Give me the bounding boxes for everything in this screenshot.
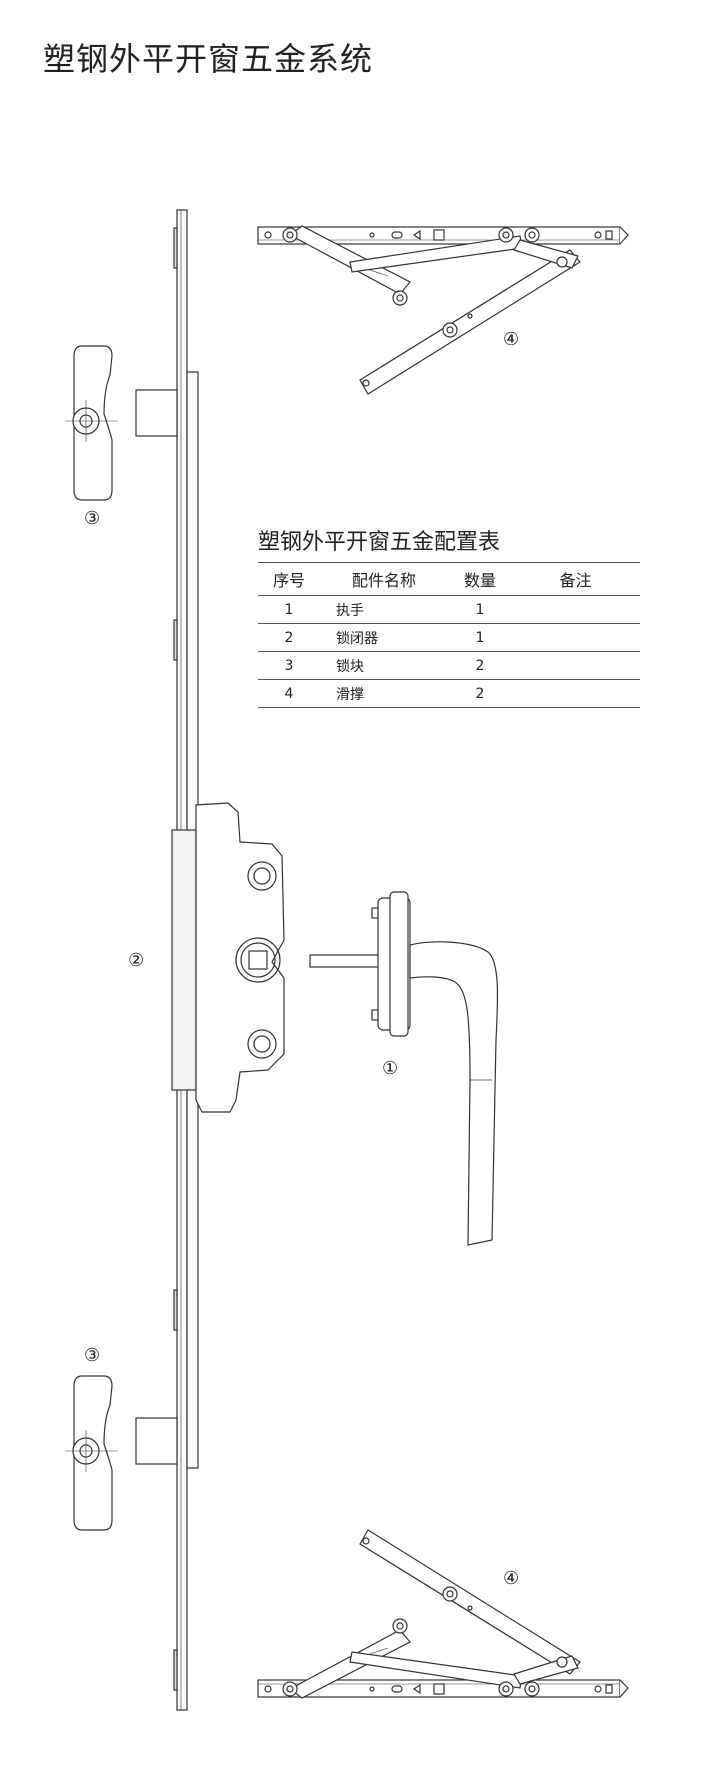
callout-lock-body: ②	[128, 950, 145, 971]
cell-name: 锁块	[320, 651, 449, 680]
cell-qty: 1	[449, 595, 511, 624]
cell-no: 2	[258, 623, 320, 652]
column-header-qty: 数量	[449, 562, 511, 596]
table-row: 3 锁块 2	[258, 651, 640, 680]
cell-note	[511, 679, 640, 708]
column-header-no: 序号	[258, 562, 320, 596]
cell-name: 执手	[320, 595, 449, 624]
keeper-top	[65, 345, 178, 501]
friction-stay-bottom	[257, 1529, 629, 1699]
callout-keeper-top: ③	[84, 508, 101, 529]
cell-qty: 1	[449, 623, 511, 652]
callout-stay-top: ④	[503, 329, 520, 350]
callout-stay-bottom: ④	[503, 1568, 520, 1589]
callout-handle: ①	[382, 1058, 399, 1079]
table-row: 2 锁闭器 1	[258, 623, 640, 652]
column-header-note: 备注	[511, 562, 640, 596]
cell-no: 3	[258, 651, 320, 680]
config-table-title: 塑钢外平开窗五金配置表	[258, 530, 501, 555]
cell-note	[511, 623, 640, 652]
callout-keeper-bottom: ③	[84, 1345, 101, 1366]
lock-gearbox	[171, 802, 285, 1113]
table-row: 1 执手 1	[258, 595, 640, 624]
cell-no: 1	[258, 595, 320, 624]
cell-no: 4	[258, 679, 320, 708]
config-table: 序号 配件名称 数量 备注 1 执手 1 2 锁闭器 1 3 锁块 2 4 滑撑…	[258, 562, 640, 708]
page-title: 塑钢外平开窗五金系统	[43, 40, 374, 78]
cell-name: 滑撑	[320, 679, 449, 708]
cell-qty: 2	[449, 679, 511, 708]
cell-name: 锁闭器	[320, 623, 449, 652]
cell-note	[511, 595, 640, 624]
keeper-bottom	[65, 1375, 178, 1531]
window-handle	[309, 891, 499, 1246]
table-row: 4 滑撑 2	[258, 679, 640, 708]
cell-qty: 2	[449, 651, 511, 680]
table-header-row: 序号 配件名称 数量 备注	[258, 562, 640, 596]
cell-note	[511, 651, 640, 680]
friction-stay-top	[257, 225, 629, 395]
column-header-name: 配件名称	[320, 562, 449, 596]
